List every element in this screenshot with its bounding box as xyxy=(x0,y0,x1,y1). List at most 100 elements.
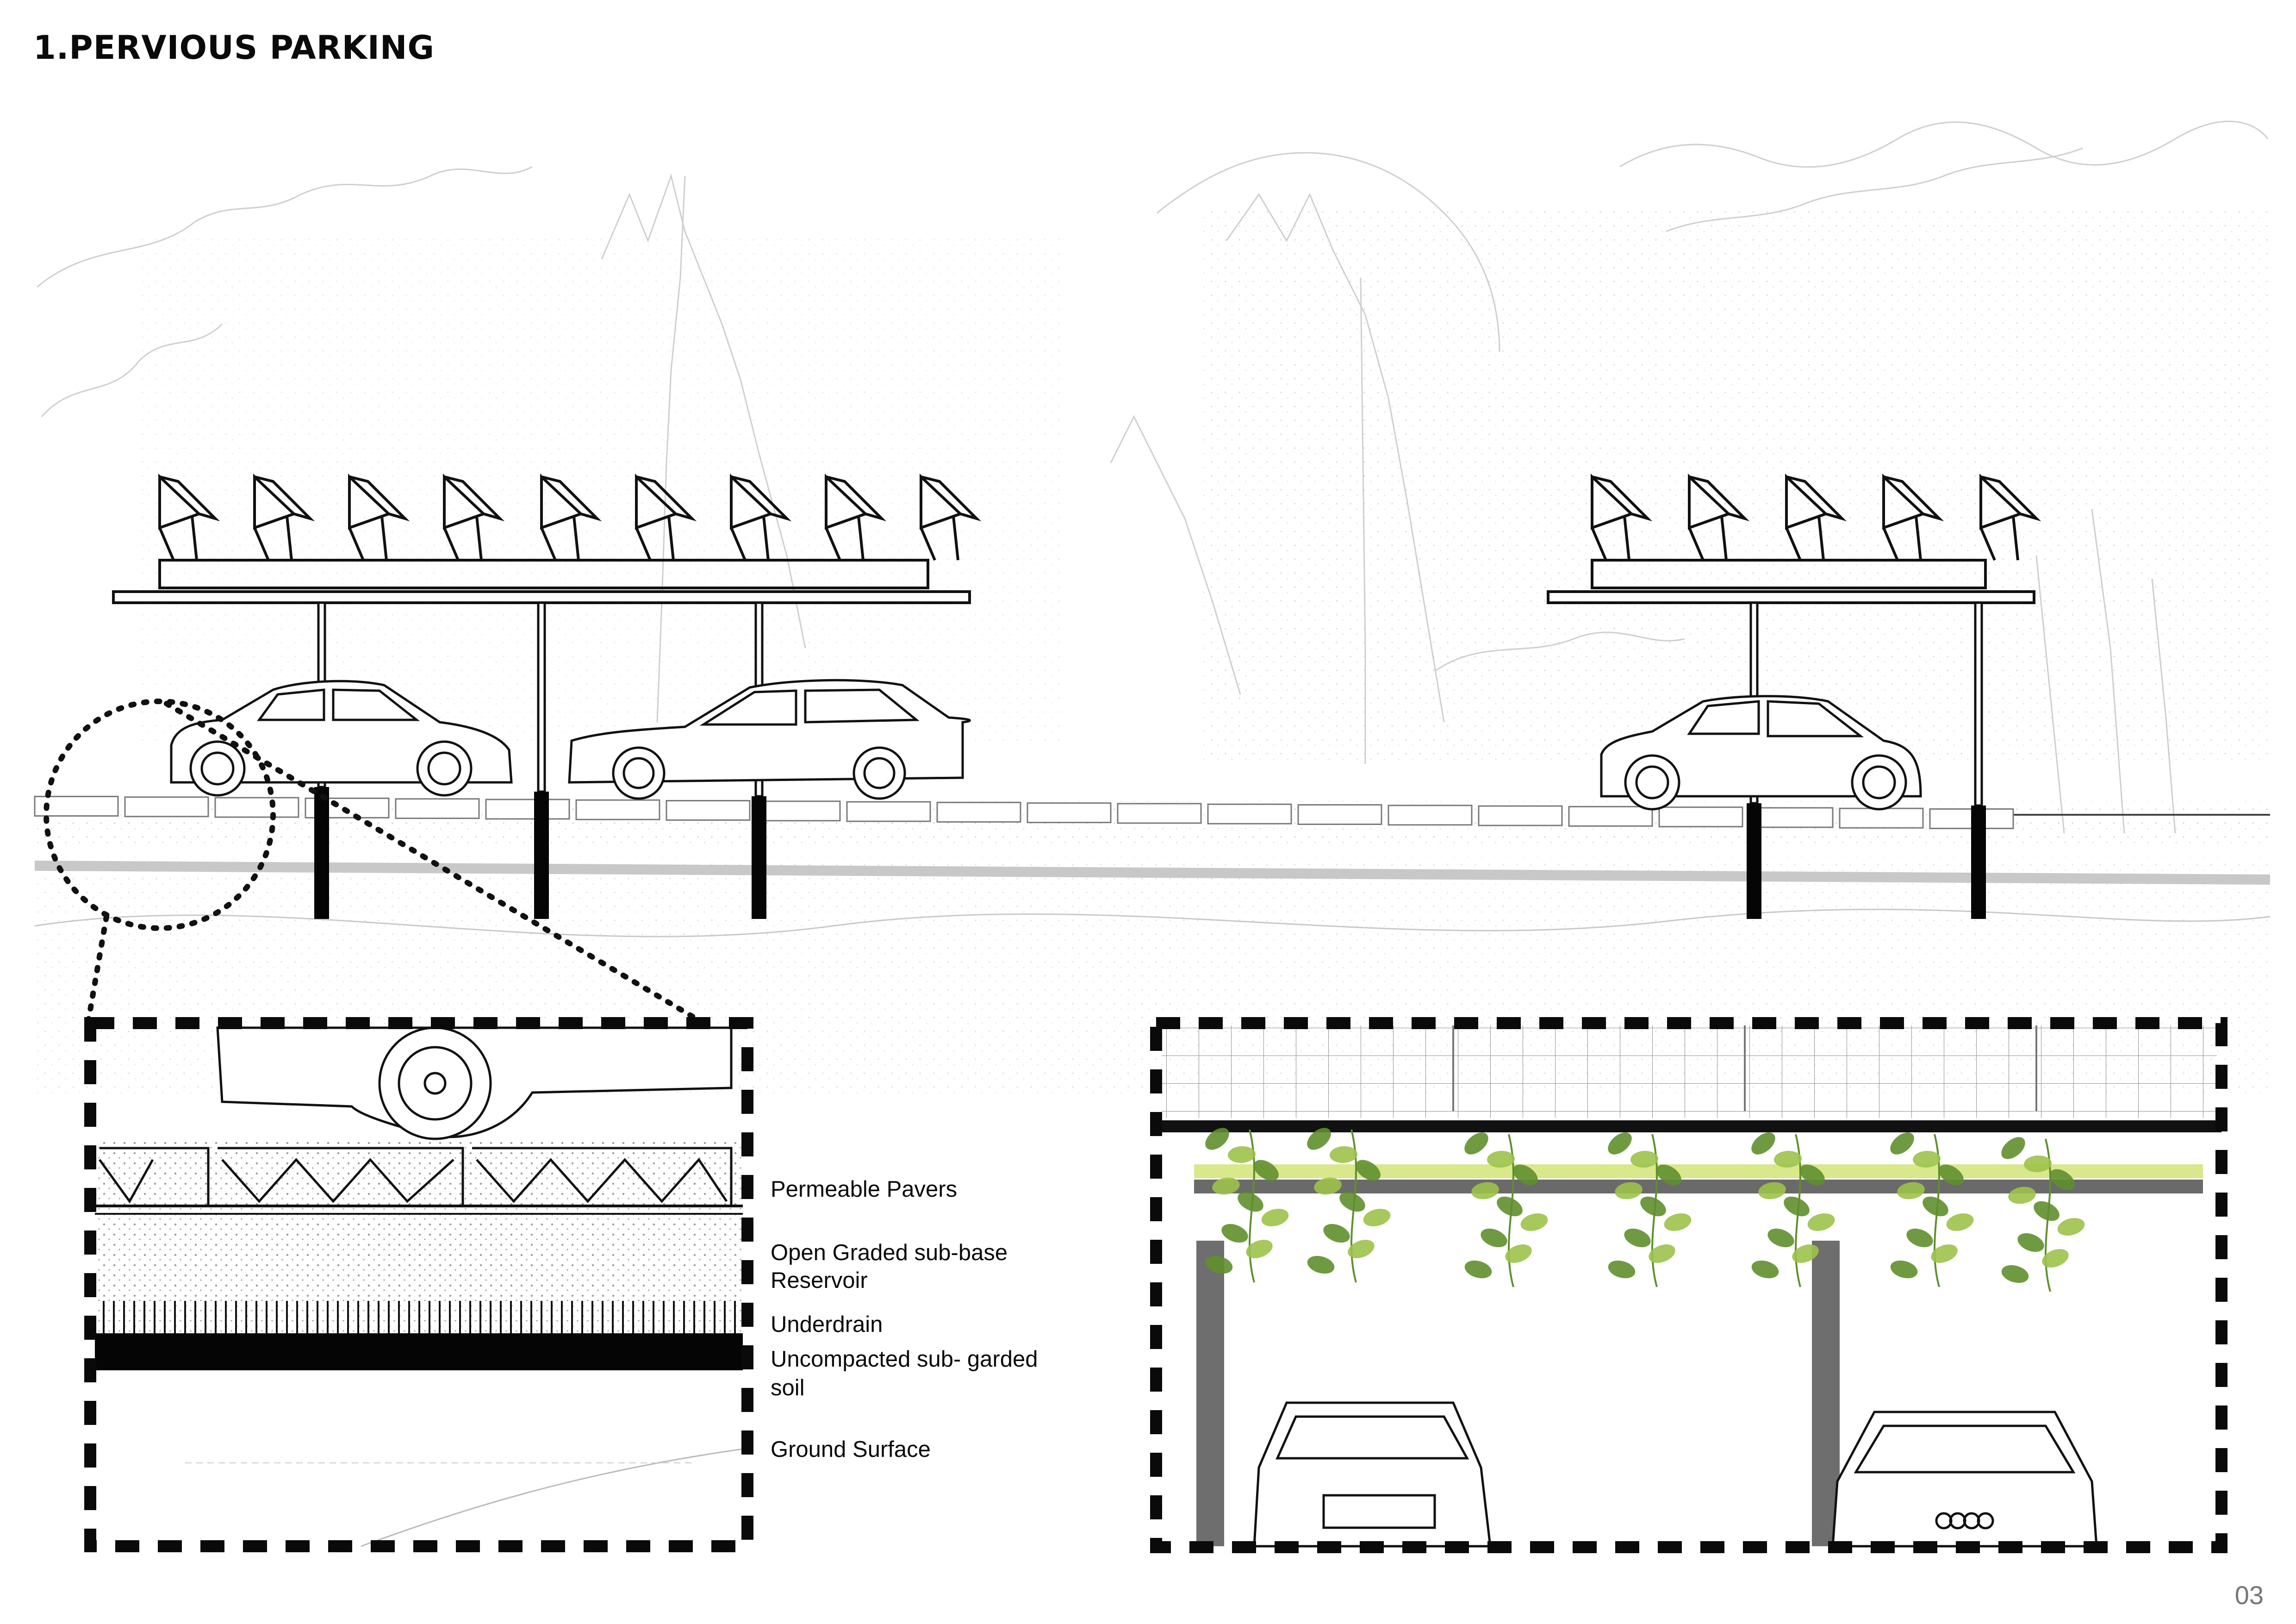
vine-leaf xyxy=(1205,1128,1229,1150)
canopy-column xyxy=(1974,601,1983,807)
vine-leaf xyxy=(1487,1150,1515,1168)
vine-leaf xyxy=(1906,1228,1933,1248)
vine-leaf xyxy=(1307,1255,1335,1274)
vine-leaf xyxy=(1464,1260,1492,1279)
vine-leaf xyxy=(1497,1196,1523,1217)
canopy-column xyxy=(537,601,546,793)
vine-leaf xyxy=(1897,1182,1925,1199)
car-sedan-middle xyxy=(568,679,971,800)
solar-panels xyxy=(158,474,2041,561)
solar-panel xyxy=(253,474,315,561)
vine-leaf xyxy=(2008,1187,2036,1204)
solar-panel xyxy=(825,474,887,561)
vine-leaf xyxy=(1212,1177,1240,1195)
page-number: 03 xyxy=(2234,1580,2264,1610)
vine-leaf xyxy=(1221,1224,1248,1243)
paver xyxy=(846,801,931,822)
vine-leaf xyxy=(1624,1228,1651,1248)
vine-leaf xyxy=(2057,1218,2085,1236)
vine-leaf xyxy=(1246,1240,1273,1258)
paver xyxy=(756,800,841,822)
vine-leaf xyxy=(1792,1244,1819,1263)
vine-leaf xyxy=(1784,1196,1810,1217)
paver-detail xyxy=(98,1147,733,1206)
car-coupe-right xyxy=(1600,695,1922,811)
label-permeable-pavers: Permeable Pavers xyxy=(771,1177,958,1202)
paver-row xyxy=(34,795,2014,830)
paver xyxy=(575,799,660,820)
solar-canopy-right xyxy=(1547,559,2035,604)
page-title: 1.PERVIOUS PARKING xyxy=(33,29,435,67)
vine-leaf xyxy=(1640,1196,1666,1217)
vine-leaf xyxy=(1807,1213,1835,1231)
label-ground-surface: Ground Surface xyxy=(771,1437,931,1462)
column-footing xyxy=(314,787,329,919)
solar-panel xyxy=(348,474,410,561)
vine-leaf xyxy=(2042,1249,2069,1268)
vine-leaf xyxy=(1800,1164,1825,1186)
vine-leaf xyxy=(1656,1164,1681,1186)
paver xyxy=(395,798,480,819)
detail-callout xyxy=(44,699,706,1026)
vine-leaf xyxy=(1767,1228,1794,1248)
paver xyxy=(1748,807,1834,828)
solar-panel xyxy=(1785,474,1847,561)
vine-leaf xyxy=(1238,1192,1263,1212)
vine-leaf xyxy=(2001,1265,2029,1283)
paver xyxy=(1839,807,1924,829)
solar-panel xyxy=(1591,474,1653,561)
vine-leaf xyxy=(1323,1224,1350,1243)
vine-leaf xyxy=(1505,1244,1532,1263)
vine-leaf xyxy=(1464,1132,1488,1155)
solar-panel xyxy=(158,474,220,561)
paver xyxy=(124,796,209,818)
vine-leaf xyxy=(1913,1150,1941,1168)
paver xyxy=(1207,803,1292,824)
vine-leaf xyxy=(1307,1128,1331,1150)
label-soil: soil xyxy=(771,1375,805,1400)
column-footing xyxy=(1747,803,1761,919)
car-front-right xyxy=(1831,1411,2098,1548)
paver xyxy=(214,797,299,818)
vine-leaf xyxy=(1608,1260,1636,1279)
vine-leaf xyxy=(1931,1244,1958,1263)
vine-leaf xyxy=(1330,1146,1357,1163)
paver xyxy=(1388,805,1473,826)
vine-leaf xyxy=(1228,1146,1256,1163)
vine-leaf xyxy=(1649,1244,1675,1263)
vine-leaf xyxy=(1608,1132,1632,1155)
paver xyxy=(936,801,1021,823)
vine-leaf xyxy=(1520,1213,1548,1231)
vine-leaf xyxy=(1363,1208,1391,1227)
vine-leaf xyxy=(1758,1182,1786,1199)
vine-leaf xyxy=(1254,1160,1279,1181)
vine-leaf xyxy=(1348,1240,1375,1258)
solar-panel xyxy=(1882,474,1944,561)
vine-leaf xyxy=(1615,1182,1643,1199)
label-subgrade: Uncompacted sub- garded xyxy=(771,1347,1038,1372)
paver xyxy=(1568,806,1653,827)
label-subbase: Open Graded sub-base xyxy=(771,1240,1008,1265)
solar-panel xyxy=(1688,474,1750,561)
column-footing xyxy=(1971,806,1986,919)
vine-leaf xyxy=(1939,1164,1964,1186)
paver xyxy=(1478,805,1563,826)
vine-leaf xyxy=(1261,1208,1289,1227)
vine-leaf xyxy=(2017,1233,2044,1252)
vine-leaf xyxy=(1923,1196,1948,1217)
car-detail-wheel xyxy=(216,1026,733,1140)
paver xyxy=(1297,804,1382,825)
vine-leaf xyxy=(1471,1182,1499,1199)
vine-leaf xyxy=(2034,1201,2060,1221)
paver xyxy=(1117,803,1202,824)
pavement-detail-box xyxy=(84,1017,753,1552)
vine-leaf xyxy=(1890,1260,1918,1279)
vine-leaf xyxy=(1314,1177,1342,1195)
vine-leaf xyxy=(1890,1132,1914,1155)
paver xyxy=(1027,802,1112,824)
vine-leaf xyxy=(2001,1137,2025,1159)
paver xyxy=(1658,806,1743,828)
paver xyxy=(666,800,751,821)
solar-panel xyxy=(1979,474,2041,561)
